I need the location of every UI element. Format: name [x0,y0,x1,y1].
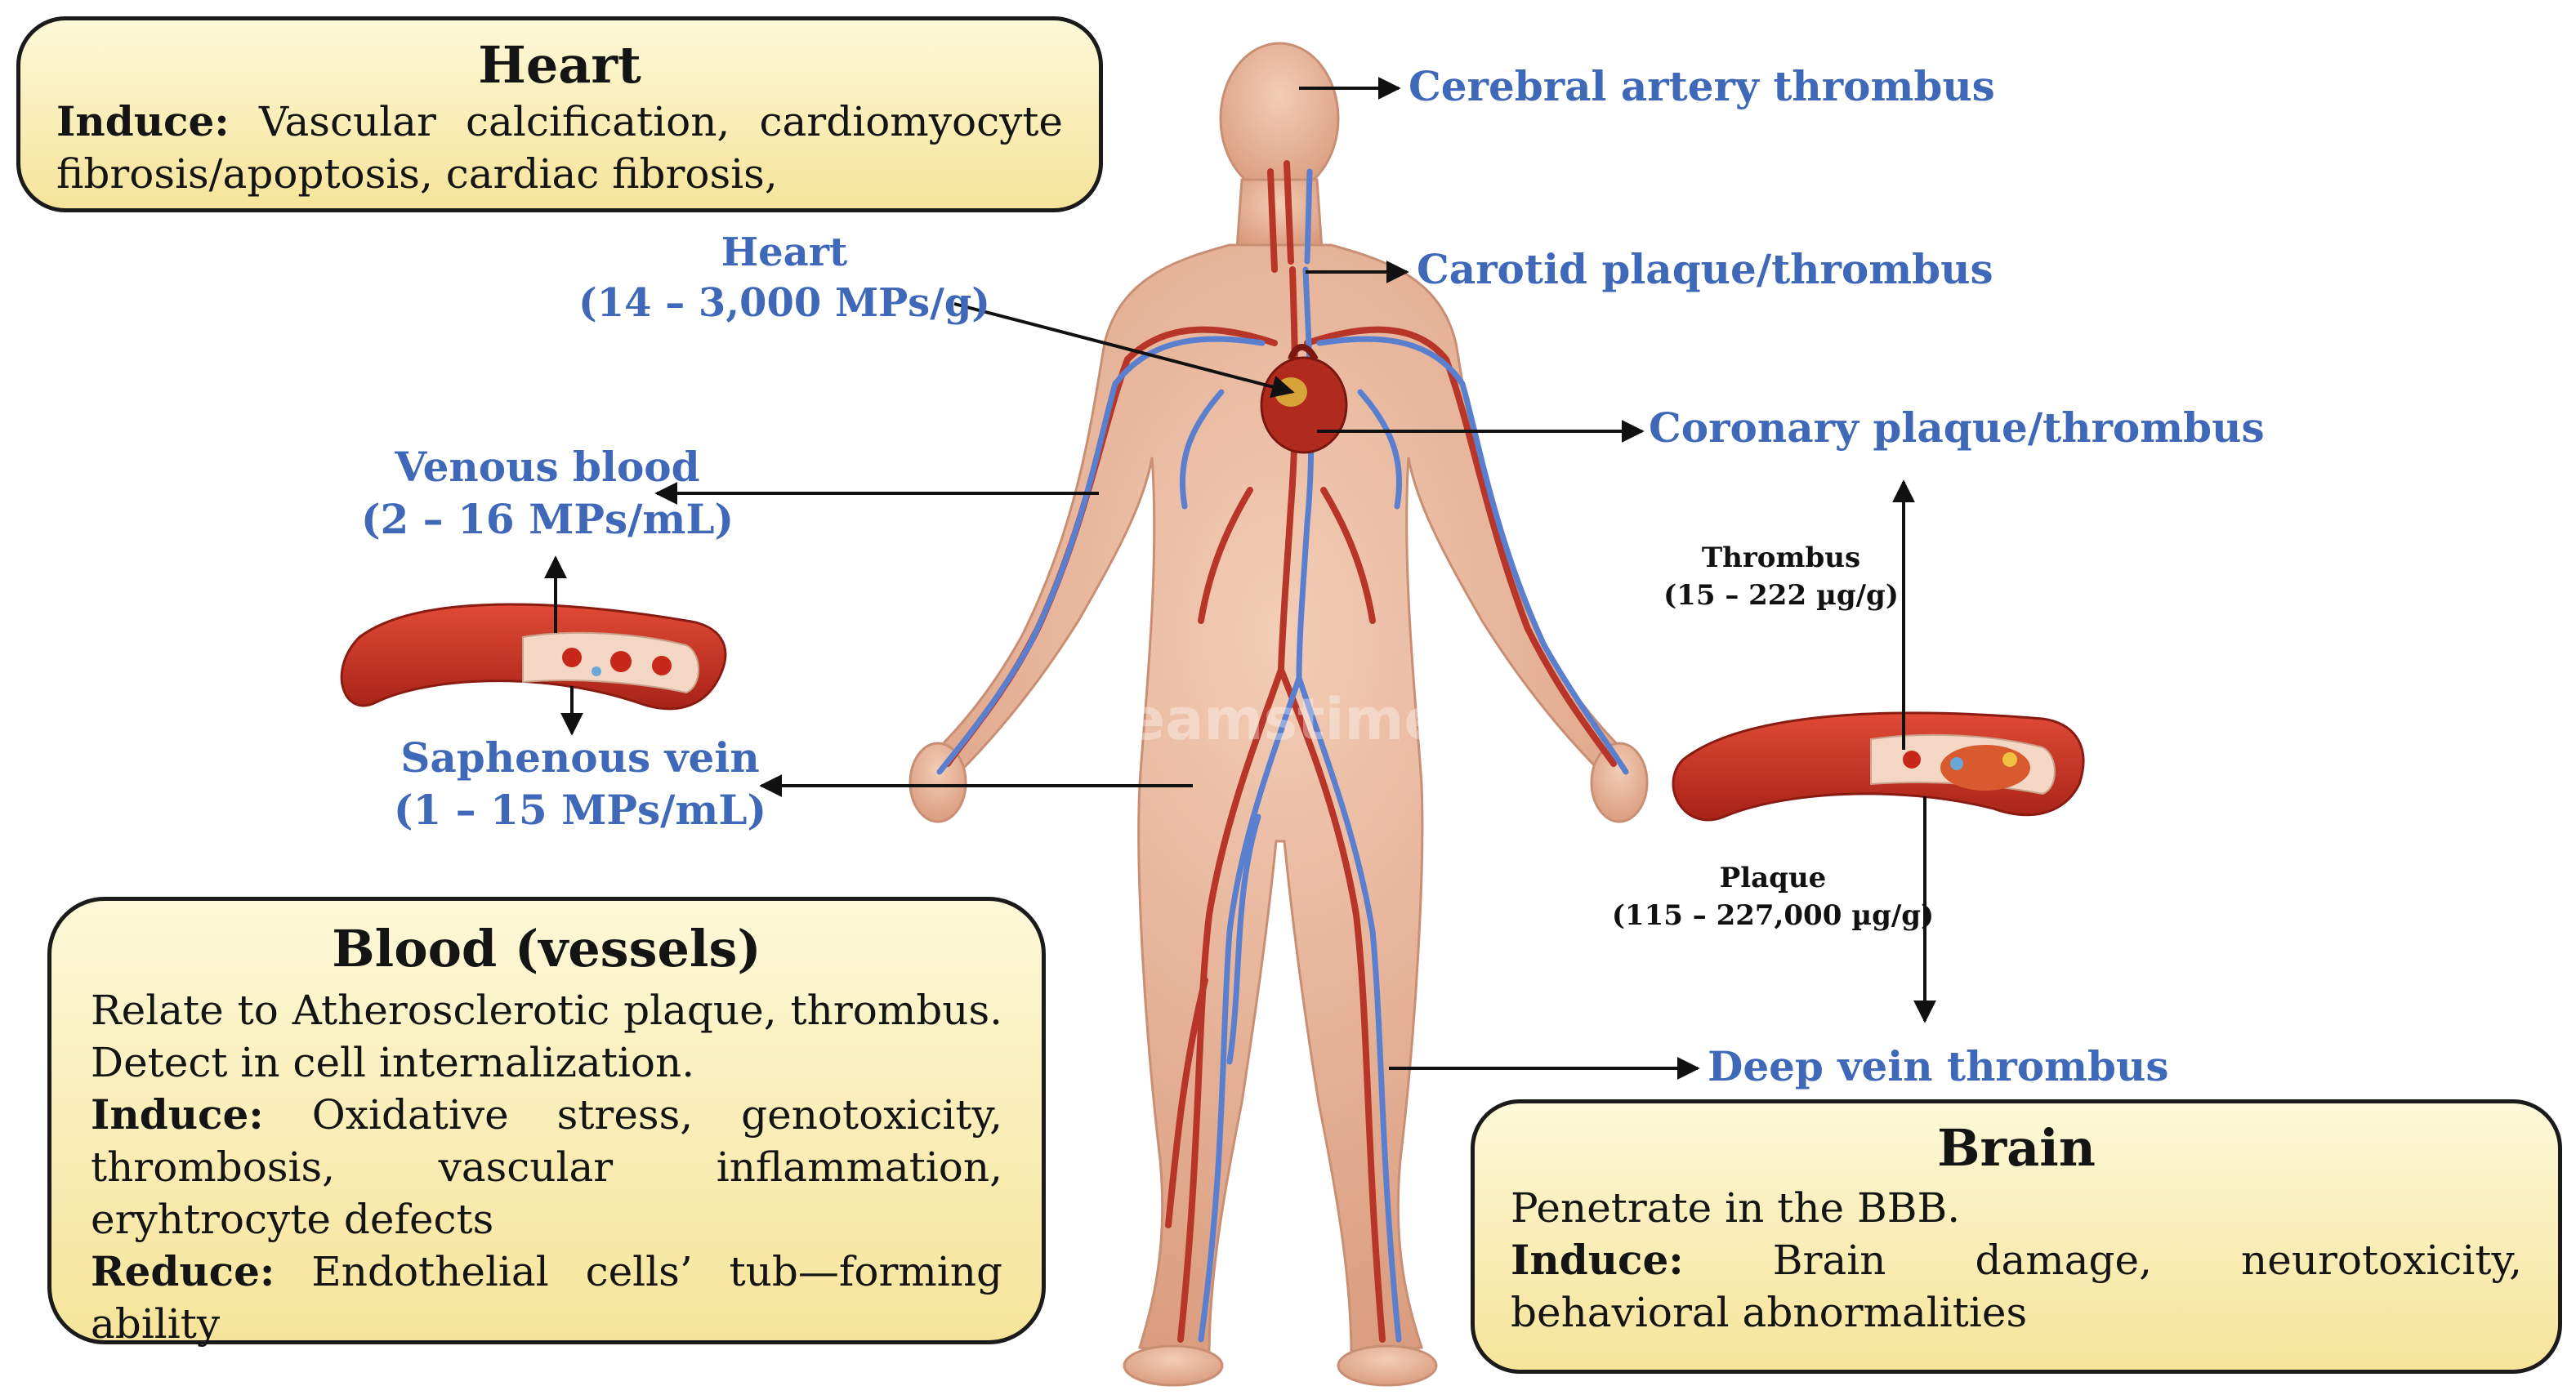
human-body-silhouette [909,42,1649,1387]
heart-label-value: (14 – 3,000 MPs/g) [578,280,990,326]
heart-induce-line: Induce: Vascular calcification, cardiomy… [56,96,1063,200]
blood-vessels-info-box: Blood (vessels) Relate to Atheroscleroti… [47,897,1046,1348]
plaque-label-name: Plaque [1719,862,1827,894]
brain-induce-line: Induce: Brain damage, neurotoxicity, beh… [1511,1234,2522,1339]
blood-reduce-text: Endothelial cells’ tub—forming ability [91,1248,1002,1348]
brain-induce-label: Induce: [1511,1236,1684,1284]
plaque-label-value: (115 – 227,000 µg/g) [1611,899,1935,932]
vein-cross-section-illustration [340,603,727,711]
blood-induce-label: Induce: [91,1090,264,1139]
artery-plaque-illustration [1672,711,2085,822]
blood-reduce-label: Reduce: [91,1247,275,1295]
saphenous-label-name: Saphenous vein [400,733,760,782]
label-heart-measurement: Heart (14 – 3,000 MPs/g) [572,227,997,328]
thrombus-label-value: (15 – 222 µg/g) [1663,579,1899,612]
heart-info-box: Heart Induce: Vascular calcification, ca… [16,16,1103,212]
blood-induce-text: Oxidative stress, genotoxicity, thrombos… [91,1091,1002,1243]
brain-box-title: Brain [1937,1118,2096,1178]
venous-label-name: Venous blood [395,443,700,491]
brain-info-box: Brain Penetrate in the BBB. Induce: Brai… [1471,1099,2562,1374]
label-plaque-concentration: Plaque (115 – 227,000 µg/g) [1601,859,1944,934]
label-saphenous-vein: Saphenous vein (1 – 15 MPs/mL) [351,732,809,836]
heart-label-name: Heart [721,230,848,275]
heart-induce-label: Induce: [56,97,230,145]
label-cerebral-artery-thrombus: Cerebral artery thrombus [1409,62,1995,110]
veins [936,168,1629,1343]
blood-box-title: Blood (vessels) [332,919,761,978]
label-venous-blood: Venous blood (2 – 16 MPs/mL) [319,441,776,546]
blood-induce-line: Induce: Oxidative stress, genotoxicity, … [91,1089,1002,1246]
thrombus-label-name: Thrombus [1701,542,1861,574]
brain-induce-text: Brain damage, neurotoxicity, behavioral … [1511,1237,2522,1336]
brain-penetrate-text: Penetrate in the BBB. [1511,1184,1961,1232]
saphenous-label-value: (1 – 15 MPs/mL) [393,786,767,834]
venous-label-value: (2 – 16 MPs/mL) [360,495,734,543]
label-deep-vein-thrombus: Deep vein thrombus [1708,1042,2169,1090]
connector-arrows [544,77,1936,1080]
heart-induce-text: Vascular calcification, cardiomyocyte fi… [56,98,1063,198]
watermark-logo: dreamstime [1057,686,1443,753]
blood-reduce-line: Reduce: Endothelial cells’ tub—forming a… [91,1246,1002,1350]
heart-box-title: Heart [478,35,641,95]
blood-relate-text: Relate to Atherosclerotic plaque, thromb… [91,987,1002,1086]
label-carotid-plaque-thrombus: Carotid plaque/thrombus [1417,245,1993,293]
label-coronary-plaque-thrombus: Coronary plaque/thrombus [1649,403,2265,452]
label-thrombus-concentration: Thrombus (15 – 222 µg/g) [1642,539,1920,614]
